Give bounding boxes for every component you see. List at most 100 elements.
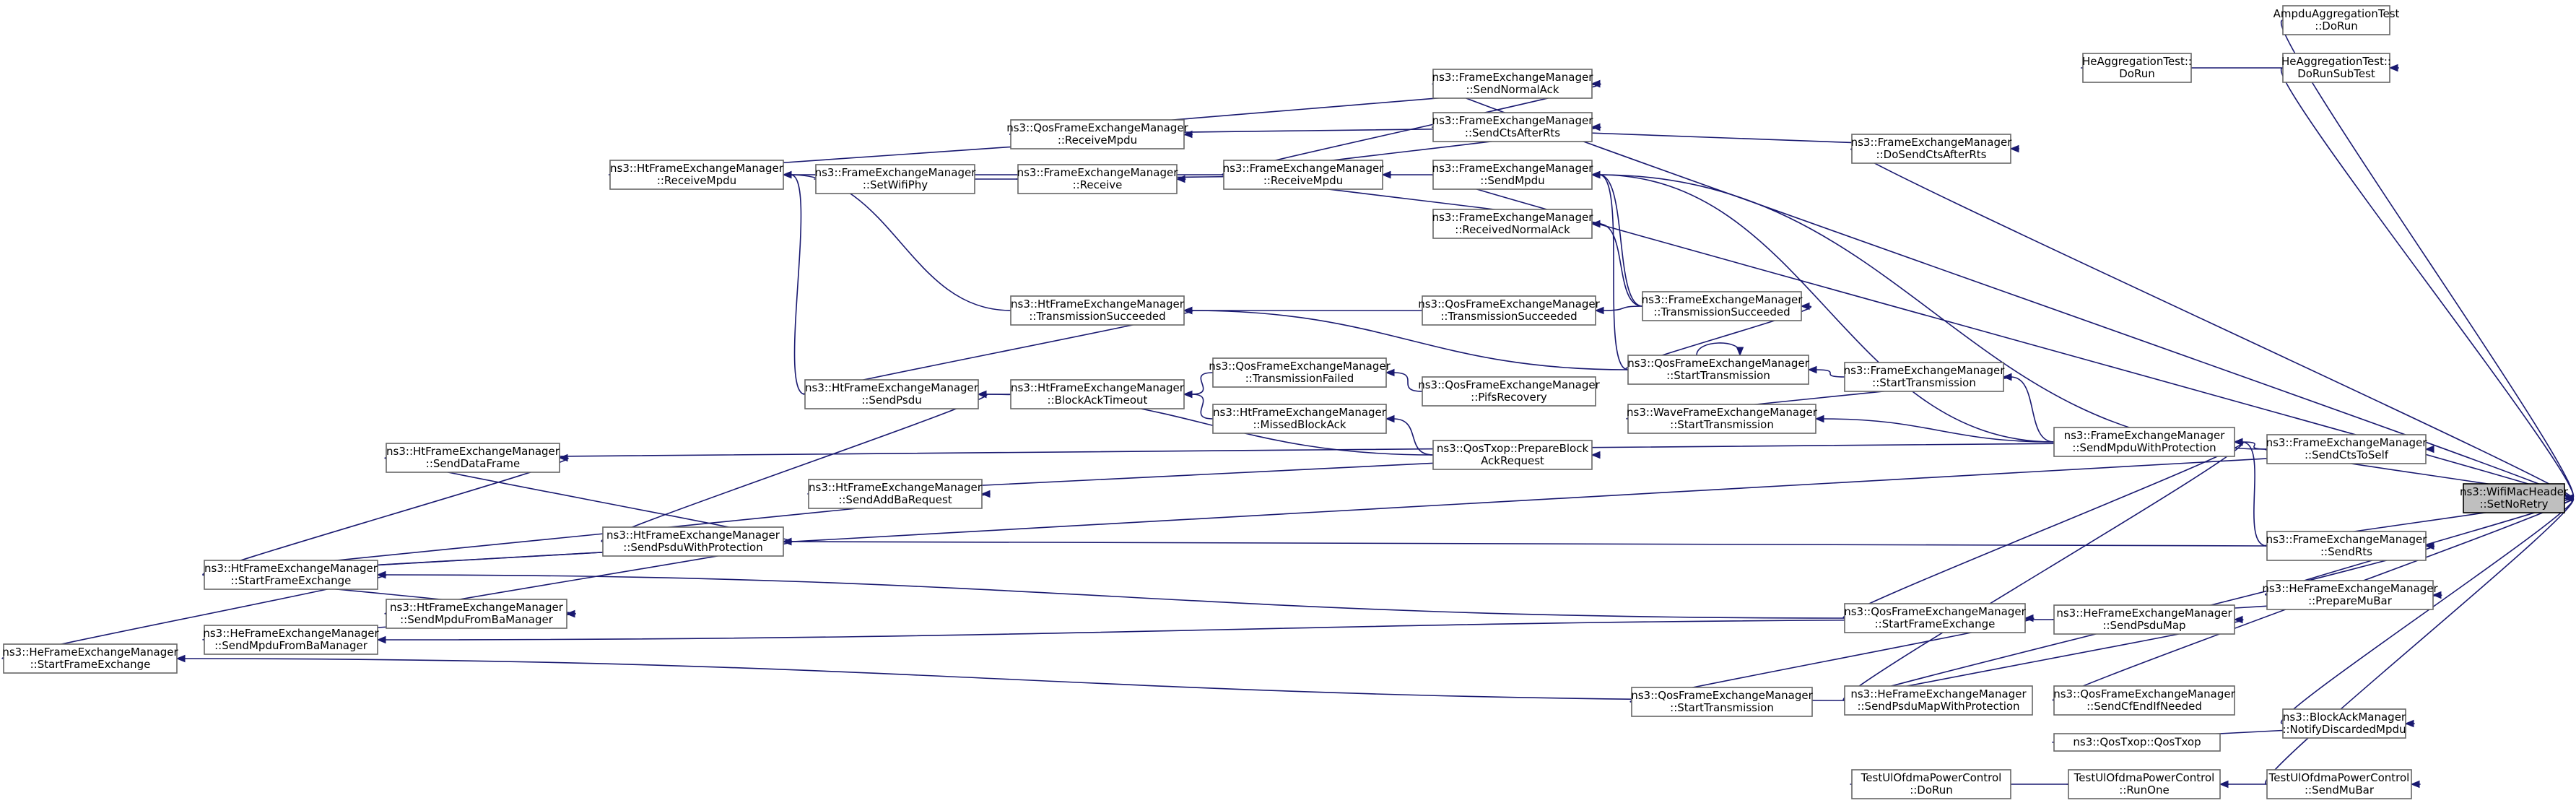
- node-ns3-heframeexchangemanager-sendmpdufrombamanager[interactable]: ns3::HeFrameExchangeManager::SendMpduFro…: [203, 625, 379, 655]
- node-ns3-waveframeexchangemanager-starttransmission[interactable]: ns3::WaveFrameExchangeManager::StartTran…: [1627, 404, 1818, 434]
- node-label-line: ns3::QosFrameExchangeManager: [1844, 605, 2026, 618]
- node-label-line: ns3::HeFrameExchangeManager: [2056, 607, 2232, 620]
- node-label-line: ::DoSendCtsAfterRts: [1876, 148, 1987, 161]
- node-label-line: ::SendRts: [2320, 545, 2372, 558]
- node-label-line: ::SendMpduWithProtection: [2072, 441, 2216, 454]
- node-ns3-qostxop-qostxop[interactable]: ns3::QosTxop::QosTxop: [2053, 733, 2221, 752]
- node-label-line: ::DoRun: [1910, 784, 1953, 797]
- node-ns3-frameexchangemanager-sendctsafterrts[interactable]: ns3::FrameExchangeManager::SendCtsAfterR…: [1432, 112, 1594, 142]
- edge-n16-to-n15: [1594, 305, 1643, 315]
- node-ns3-heframeexchangemanager-startframeexchange[interactable]: ns3::HeFrameExchangeManager::StartFrameE…: [2, 643, 178, 674]
- node-label-line: ::NotifyDiscardedMpdu: [2282, 723, 2406, 736]
- edge-n16-to-n8: [1591, 220, 1643, 307]
- node-label-line: ns3::FrameExchangeManager: [1017, 166, 1179, 179]
- node-label-line: TestUlOfdmaPowerControl: [2268, 771, 2410, 784]
- node-label-line: ::PrepareMuBar: [2308, 594, 2393, 607]
- node-ns3-htframeexchangemanager-sendmpdufrombamanager[interactable]: ns3::HtFrameExchangeManager::SendMpduFro…: [386, 599, 567, 629]
- edge-n40-to-n26: [1842, 438, 2244, 701]
- node-label-line: ns3::FrameExchangeManager: [1432, 211, 1594, 224]
- node-ns3-htframeexchangemanager-transmissionsucceeded[interactable]: ns3::HtFrameExchangeManager::Transmissio…: [1010, 295, 1185, 326]
- node-label-line: ::SendPsduMap: [2102, 619, 2185, 632]
- node-ns3-frameexchangemanager-setwifiphy[interactable]: ns3::FrameExchangeManager::SetWifiPhy: [815, 164, 977, 194]
- node-label-line: ::ReceivedNormalAck: [1455, 223, 1570, 236]
- edge-n37-to-n31: [376, 570, 1845, 619]
- node-label-line: ::SendCtsAfterRts: [1465, 126, 1560, 139]
- node-ns3-wifimacheader-setnoretry[interactable]: ns3::WifiMacHeader::SetNoRetry: [2460, 483, 2569, 513]
- node-ns3-frameexchangemanager-sendnormalack[interactable]: ns3::FrameExchangeManager::SendNormalAck: [1432, 69, 1594, 99]
- node-label-line: ::ReceiveMpdu: [657, 174, 736, 187]
- node-label-line: ns3::HtFrameExchangeManager: [606, 529, 780, 542]
- node-label-line: ns3::HtFrameExchangeManager: [390, 601, 564, 614]
- node-ns3-frameexchangemanager-sendctstoself[interactable]: ns3::FrameExchangeManager::SendCtsToSelf: [2266, 434, 2428, 464]
- node-label-line: ns3::HtFrameExchangeManager: [1011, 298, 1185, 311]
- node-label-line: ::SendPsdu: [861, 394, 922, 407]
- node-ns3-htframeexchangemanager-missedblockack[interactable]: ns3::HtFrameExchangeManager::MissedBlock…: [1212, 404, 1387, 434]
- node-label-line: ns3::QosTxop::PrepareBlock: [1437, 442, 1589, 455]
- node-ns3-qosframeexchangemanager-starttransmission[interactable]: ns3::QosFrameExchangeManager::StartTrans…: [1627, 355, 1810, 385]
- node-label-line: ns3::HtFrameExchangeManager: [805, 381, 979, 394]
- node-label-line: ns3::FrameExchangeManager: [1642, 293, 1803, 306]
- node-heaggregationtest-dorunsubtest[interactable]: HeAggregationTest::DoRunSubTest: [2281, 53, 2391, 83]
- node-ampduaggregationtest-dorun[interactable]: AmpduAggregationTest::DoRun: [2273, 5, 2400, 35]
- node-ns3-qosframeexchangemanager-sendcfendifneeded[interactable]: ns3::QosFrameExchangeManager::SendCfEndI…: [2053, 685, 2236, 716]
- node-label-line: ::SendMpduFromBaManager: [214, 639, 368, 652]
- node-testulofdmapowercontrol-dorun[interactable]: TestUlOfdmaPowerControl::DoRun: [1851, 769, 2011, 799]
- node-ns3-frameexchangemanager-transmissionsucceeded[interactable]: ns3::FrameExchangeManager::TransmissionS…: [1642, 291, 1803, 321]
- node-ns3-frameexchangemanager-starttransmission[interactable]: ns3::FrameExchangeManager::StartTransmis…: [1844, 362, 2006, 392]
- node-testulofdmapowercontrol-sendmubar[interactable]: TestUlOfdmaPowerControl::SendMuBar: [2266, 769, 2412, 799]
- node-label-line: ns3::FrameExchangeManager: [1851, 136, 2013, 149]
- node-testulofdmapowercontrol-runone[interactable]: TestUlOfdmaPowerControl::RunOne: [2068, 769, 2221, 799]
- node-ns3-htframeexchangemanager-sendpsduwithprotection[interactable]: ns3::HtFrameExchangeManager::SendPsduWit…: [602, 526, 784, 557]
- node-label-line: ::TransmissionSucceeded: [1653, 305, 1790, 318]
- node-label-line: ns3::QosFrameExchangeManager: [1418, 378, 1600, 391]
- node-label-line: AckRequest: [1481, 454, 1544, 467]
- node-ns3-heframeexchangemanager-sendpsdumapwithprotection[interactable]: ns3::HeFrameExchangeManager::SendPsduMap…: [1844, 685, 2033, 716]
- node-heaggregationtest-dorun[interactable]: HeAggregationTest::DoRun: [2082, 53, 2192, 83]
- node-label-line: ::TransmissionFailed: [1245, 372, 1354, 385]
- node-ns3-qosframeexchangemanager-transmissionsucceeded[interactable]: ns3::QosFrameExchangeManager::Transmissi…: [1418, 295, 1601, 326]
- node-ns3-frameexchangemanager-receive[interactable]: ns3::FrameExchangeManager::Receive: [1017, 164, 1179, 194]
- node-ns3-qosframeexchangemanager-pifsrecovery[interactable]: ns3::QosFrameExchangeManager::PifsRecove…: [1418, 376, 1601, 407]
- node-label-line: ns3::HtFrameExchangeManager: [1213, 406, 1387, 419]
- node-label-line: ::Receive: [1073, 178, 1123, 191]
- node-label-line: ::ReceiveMpdu: [1058, 134, 1137, 147]
- edge-n24-to-n13: [782, 170, 806, 395]
- edge-n17-to-n7: [1591, 170, 1629, 370]
- node-label-line: ns3::HeFrameExchangeManager: [203, 627, 379, 640]
- node-label-line: ::SendDataFrame: [426, 457, 520, 470]
- node-ns3-frameexchangemanager-sendmpduwithprotection[interactable]: ns3::FrameExchangeManager::SendMpduWithP…: [2053, 427, 2235, 457]
- node-ns3-htframeexchangemanager-senddataframe[interactable]: ns3::HtFrameExchangeManager::SendDataFra…: [386, 443, 560, 473]
- node-label-line: ns3::HeFrameExchangeManager: [2262, 582, 2438, 595]
- node-label-line: ::BlockAckTimeout: [1048, 394, 1148, 407]
- node-ns3-htframeexchangemanager-receivempdu[interactable]: ns3::HtFrameExchangeManager::ReceiveMpdu: [609, 160, 784, 190]
- node-ns3-qosframeexchangemanager-starttransmission[interactable]: ns3::QosFrameExchangeManager::StartTrans…: [1631, 687, 1814, 717]
- node-ns3-qosframeexchangemanager-receivempdu[interactable]: ns3::QosFrameExchangeManager::ReceiveMpd…: [1006, 119, 1189, 149]
- node-ns3-htframeexchangemanager-startframeexchange[interactable]: ns3::HtFrameExchangeManager::StartFrameE…: [204, 560, 378, 590]
- node-ns3-qosframeexchangemanager-transmissionfailed[interactable]: ns3::QosFrameExchangeManager::Transmissi…: [1209, 357, 1391, 388]
- node-ns3-heframeexchangemanager-preparemubar[interactable]: ns3::HeFrameExchangeManager::PrepareMuBa…: [2262, 580, 2438, 610]
- node-label-line: ::SendPsduWithProtection: [623, 541, 762, 554]
- node-label-line: AmpduAggregationTest: [2273, 7, 2400, 20]
- node-label-line: ::SendAddBaRequest: [838, 493, 952, 506]
- node-ns3-frameexchangemanager-receivempdu[interactable]: ns3::FrameExchangeManager::ReceiveMpdu: [1223, 160, 1385, 190]
- node-ns3-qosframeexchangemanager-startframeexchange[interactable]: ns3::QosFrameExchangeManager::StartFrame…: [1844, 603, 2027, 633]
- node-ns3-heframeexchangemanager-sendpsdumap[interactable]: ns3::HeFrameExchangeManager::SendPsduMap: [2053, 604, 2235, 635]
- node-ns3-frameexchangemanager-receivednormalack[interactable]: ns3::FrameExchangeManager::ReceivedNorma…: [1432, 209, 1594, 239]
- edge-n17-to-n17: [1696, 342, 1744, 357]
- node-ns3-frameexchangemanager-sendmpdu[interactable]: ns3::FrameExchangeManager::SendMpdu: [1432, 160, 1594, 190]
- node-label-line: DoRun: [2119, 67, 2155, 80]
- node-ns3-blockackmanager-notifydiscardedmpdu[interactable]: ns3::BlockAckManager::NotifyDiscardedMpd…: [2282, 708, 2406, 739]
- node-label-line: ns3::HtFrameExchangeManager: [1011, 381, 1185, 394]
- node-ns3-frameexchangemanager-dosendctsafterrts[interactable]: ns3::FrameExchangeManager::DoSendCtsAfte…: [1851, 134, 2013, 164]
- node-label-line: ::SetNoRetry: [2479, 498, 2548, 511]
- edge-n21-to-n20: [1385, 368, 1423, 392]
- node-ns3-htframeexchangemanager-sendaddbarequest[interactable]: ns3::HtFrameExchangeManager::SendAddBaRe…: [808, 479, 983, 509]
- edge-n1-to-n0: [2280, 19, 2575, 503]
- node-ns3-htframeexchangemanager-blockacktimeout[interactable]: ns3::HtFrameExchangeManager::BlockAckTim…: [1010, 379, 1185, 409]
- node-ns3-htframeexchangemanager-sendpsdu[interactable]: ns3::HtFrameExchangeManager::SendPsdu: [804, 379, 979, 409]
- node-ns3-frameexchangemanager-sendrts[interactable]: ns3::FrameExchangeManager::SendRts: [2266, 531, 2428, 561]
- node-label-line: ::StartFrameExchange: [30, 658, 151, 671]
- node-label-line: ns3::HtFrameExchangeManager: [204, 562, 378, 575]
- node-label-line: TestUlOfdmaPowerControl: [2074, 771, 2215, 784]
